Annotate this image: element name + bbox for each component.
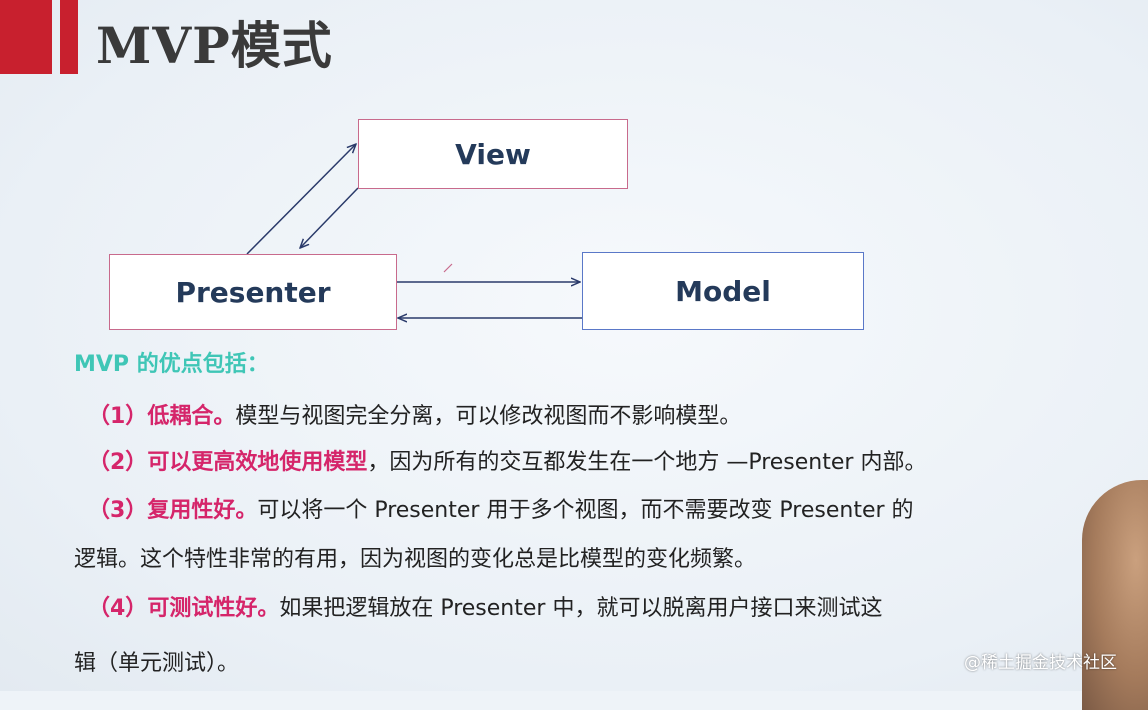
title-accent-bar	[0, 0, 52, 74]
point-4-continuation: 辑（单元测试）。	[74, 651, 240, 676]
point-3: （3）复用性好。可以将一个 Presenter 用于多个视图，而不需要改变 Pr…	[88, 492, 914, 524]
point-text: 如果把逻辑放在 Presenter 中，就可以脱离用户接口来测试这	[279, 596, 883, 621]
point-text: ，因为所有的交互都发生在一个地方 —Presenter 内部。	[367, 450, 927, 475]
point-4: （4）可测试性好。如果把逻辑放在 Presenter 中，就可以脱离用户接口来测…	[88, 590, 882, 622]
watermark: @稀土掘金技术社区	[964, 653, 1117, 673]
point-bold: 可测试性好。	[147, 596, 280, 621]
point-bold: 低耦合。	[147, 404, 236, 429]
point-text: 可以将一个 Presenter 用于多个视图，而不需要改变 Presenter …	[257, 498, 914, 523]
slide-title: MVP模式	[96, 16, 333, 75]
point-number: （1）	[88, 404, 148, 429]
view-box: View	[358, 119, 628, 189]
advantages-heading: MVP 的优点包括：	[74, 352, 269, 377]
slide-background	[0, 0, 1148, 691]
point-2: （2）可以更高效地使用模型，因为所有的交互都发生在一个地方 —Presenter…	[88, 444, 926, 476]
title-accent-bar-thin	[60, 0, 78, 74]
point-bold: 可以更高效地使用模型	[147, 450, 368, 475]
point-number: （3）	[88, 498, 148, 523]
point-3-continuation: 逻辑。这个特性非常的有用，因为视图的变化总是比模型的变化频繁。	[74, 547, 757, 572]
point-text: 模型与视图完全分离，可以修改视图而不影响模型。	[235, 404, 742, 429]
point-1: （1）低耦合。模型与视图完全分离，可以修改视图而不影响模型。	[88, 398, 741, 430]
point-number: （4）	[88, 596, 148, 621]
point-bold: 复用性好。	[147, 498, 258, 523]
point-number: （2）	[88, 450, 148, 475]
presenter-box: Presenter	[109, 254, 397, 330]
model-box: Model	[582, 252, 864, 330]
presenter-person-image	[1082, 480, 1148, 710]
